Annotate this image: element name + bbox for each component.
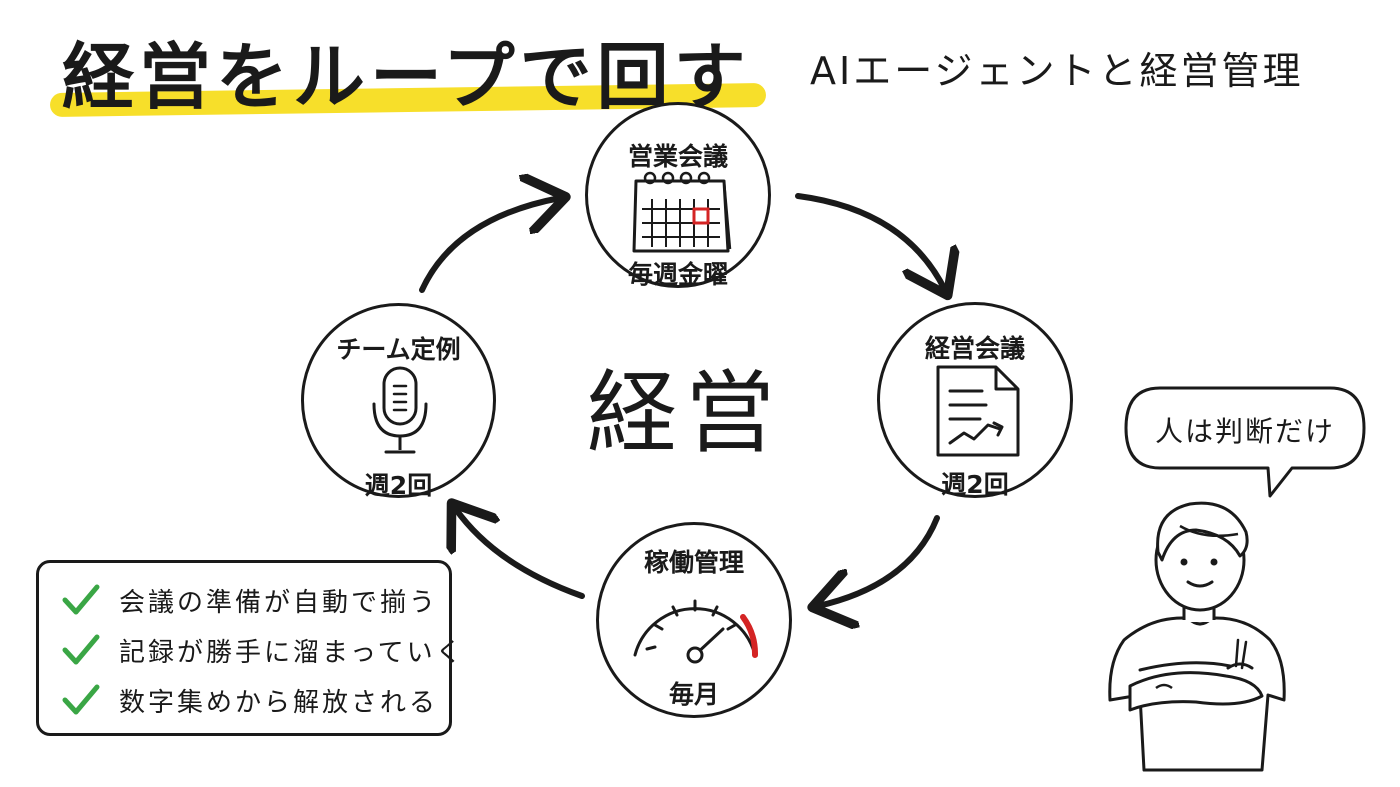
node-frequency: 毎週金曜 bbox=[627, 260, 728, 289]
arrow-sales-to-mgmt bbox=[795, 193, 945, 290]
arrow-mgmt-to-ops bbox=[818, 515, 940, 606]
arrow-ops-to-team bbox=[455, 508, 585, 599]
list-item: 会議の準備が自動で揃う bbox=[61, 577, 438, 623]
node-frequency: 週2回 bbox=[941, 470, 1009, 499]
node-label: 経営会議 bbox=[924, 334, 1025, 363]
node-sales-meeting: 営業会議 毎週金曜 bbox=[585, 102, 771, 289]
checkmark-icon bbox=[62, 584, 100, 615]
list-item-text: 会議の準備が自動で揃う bbox=[119, 587, 439, 618]
list-item-text: 記録が勝手に溜まっていく bbox=[119, 637, 465, 668]
list-item-text: 数字集めから解放される bbox=[119, 687, 439, 718]
node-frequency: 週2回 bbox=[364, 471, 433, 500]
node-management-meeting: 経営会議 週2回 bbox=[877, 302, 1073, 499]
speedometer-icon bbox=[633, 599, 759, 664]
node-operations: 稼働管理 毎月 bbox=[596, 522, 792, 718]
checkmark-icon bbox=[62, 634, 100, 665]
arrow-team-to-sales bbox=[419, 198, 560, 293]
speech-bubble-text: 人は判断だけ bbox=[1154, 415, 1335, 448]
title-block: 経営をループで回す bbox=[44, 10, 774, 125]
document-chart-icon bbox=[936, 365, 1020, 457]
speech-bubble: 人は判断だけ bbox=[1120, 380, 1370, 510]
benefit-checklist: 会議の準備が自動で揃う 記録が勝手に溜まっていく 数字集めから解放される bbox=[36, 560, 462, 736]
list-item: 数字集めから解放される bbox=[61, 677, 438, 723]
node-label: チーム定例 bbox=[336, 335, 461, 364]
center-label: 経営 bbox=[587, 361, 783, 466]
page-title: 経営をループで回す bbox=[62, 35, 751, 119]
speech-bubble-shape bbox=[1124, 386, 1366, 498]
list-item: 記録が勝手に溜まっていく bbox=[61, 627, 465, 673]
microphone-icon bbox=[372, 366, 428, 454]
checkmark-icon bbox=[62, 684, 100, 715]
calendar-icon bbox=[632, 171, 732, 253]
page-subtitle: AIエージェントと経営管理 bbox=[810, 49, 1304, 93]
node-label: 稼働管理 bbox=[643, 548, 744, 577]
node-frequency: 毎月 bbox=[668, 680, 719, 709]
node-label: 営業会議 bbox=[627, 142, 728, 171]
person-illustration bbox=[1108, 501, 1286, 772]
node-team-meeting: チーム定例 週2回 bbox=[301, 303, 496, 500]
